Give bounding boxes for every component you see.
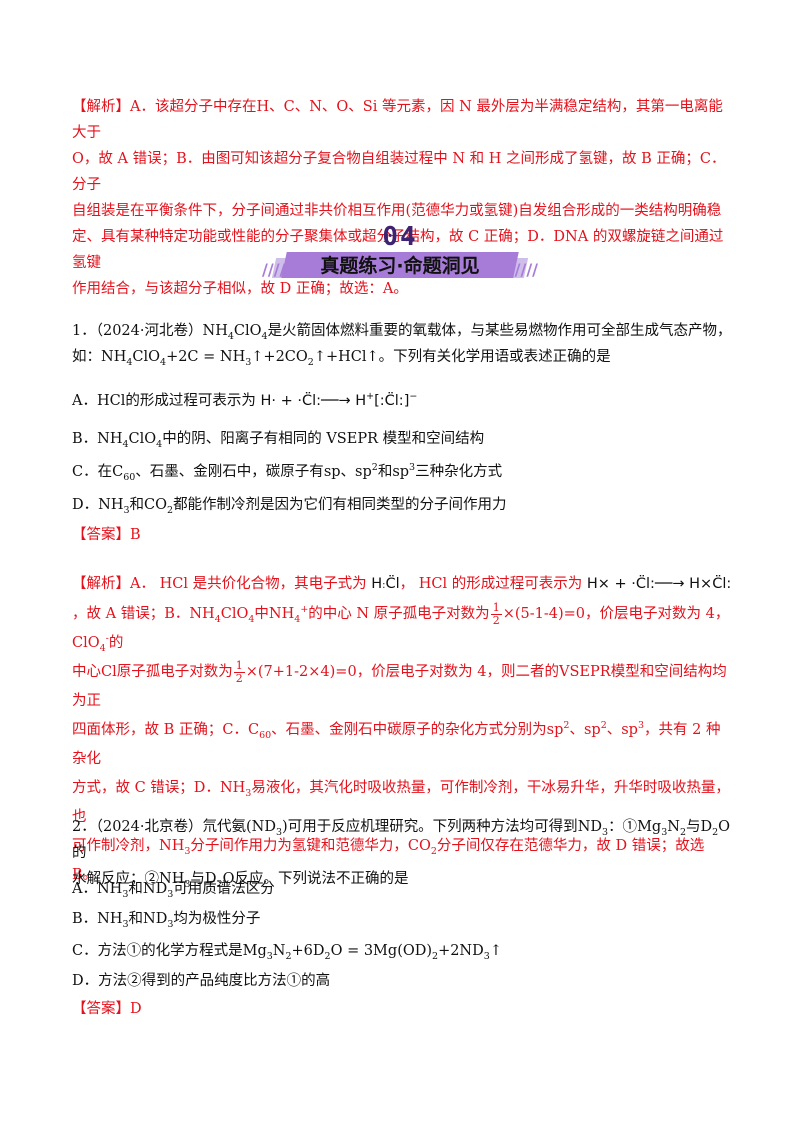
question-1-stem: 1．（2024·河北卷）NH4ClO4是火箭固体燃料重要的氧载体，与某些易燃物作… [72,323,732,368]
question-2-stem: 2．（2024·北京卷）氘代氨(ND3)可用于反应机理研究。下列两种方法均可得到… [72,819,731,890]
question-1-option-a: A．HCl的形成过程可表示为 H· + ·C̈l:──→ H+[:C̈l:]− [72,391,418,409]
question-1-option-d: D．NH3和CO2都能作制冷剂是因为它们有相同类型的分子间作用力 [72,497,507,516]
analysis-paragraph-1: 【解析】A．该超分子中存在H、C、N、O、Si 等元素，因 N 最外层为半满稳定… [72,99,726,297]
question-2-answer: 【答案】D [72,1001,142,1017]
analysis-tag: 【解析】 [72,99,130,115]
question-2-option-a: A．NH3和ND3可用质谱法区分 [72,881,275,900]
question-1-option-b: B．NH4ClO4中的阴、阳离子有相同的 VSEPR 模型和空间结构 [72,431,485,450]
question-1-option-c: C．在C60、石墨、金刚石中，碳原子有sp、sp2和sp3三种杂化方式 [72,462,503,483]
question-1-answer: 【答案】B [72,527,141,543]
banner-left-slashes: //// [262,260,286,279]
analysis-paragraph-2: 【解析】A． HCl 是共价化合物，其电子式为 H:C̈l， HCl 的形成过程… [72,576,732,883]
section-title: 真题练习·命题洞见 [320,255,480,277]
section-banner: 04 //// //// 真题练习·命题洞见 [262,222,538,288]
question-2-option-c: C．方法①的化学方程式是Mg3N2+6D2O = 3Mg(OD)2+2ND3↑ [72,943,502,962]
banner-right-slashes: //// [514,260,538,279]
section-number: 04 [382,222,418,252]
question-2-option-d: D．方法②得到的产品纯度比方法①的高 [72,973,331,989]
question-2-option-b: B．NH3和ND3均为极性分子 [72,911,261,930]
